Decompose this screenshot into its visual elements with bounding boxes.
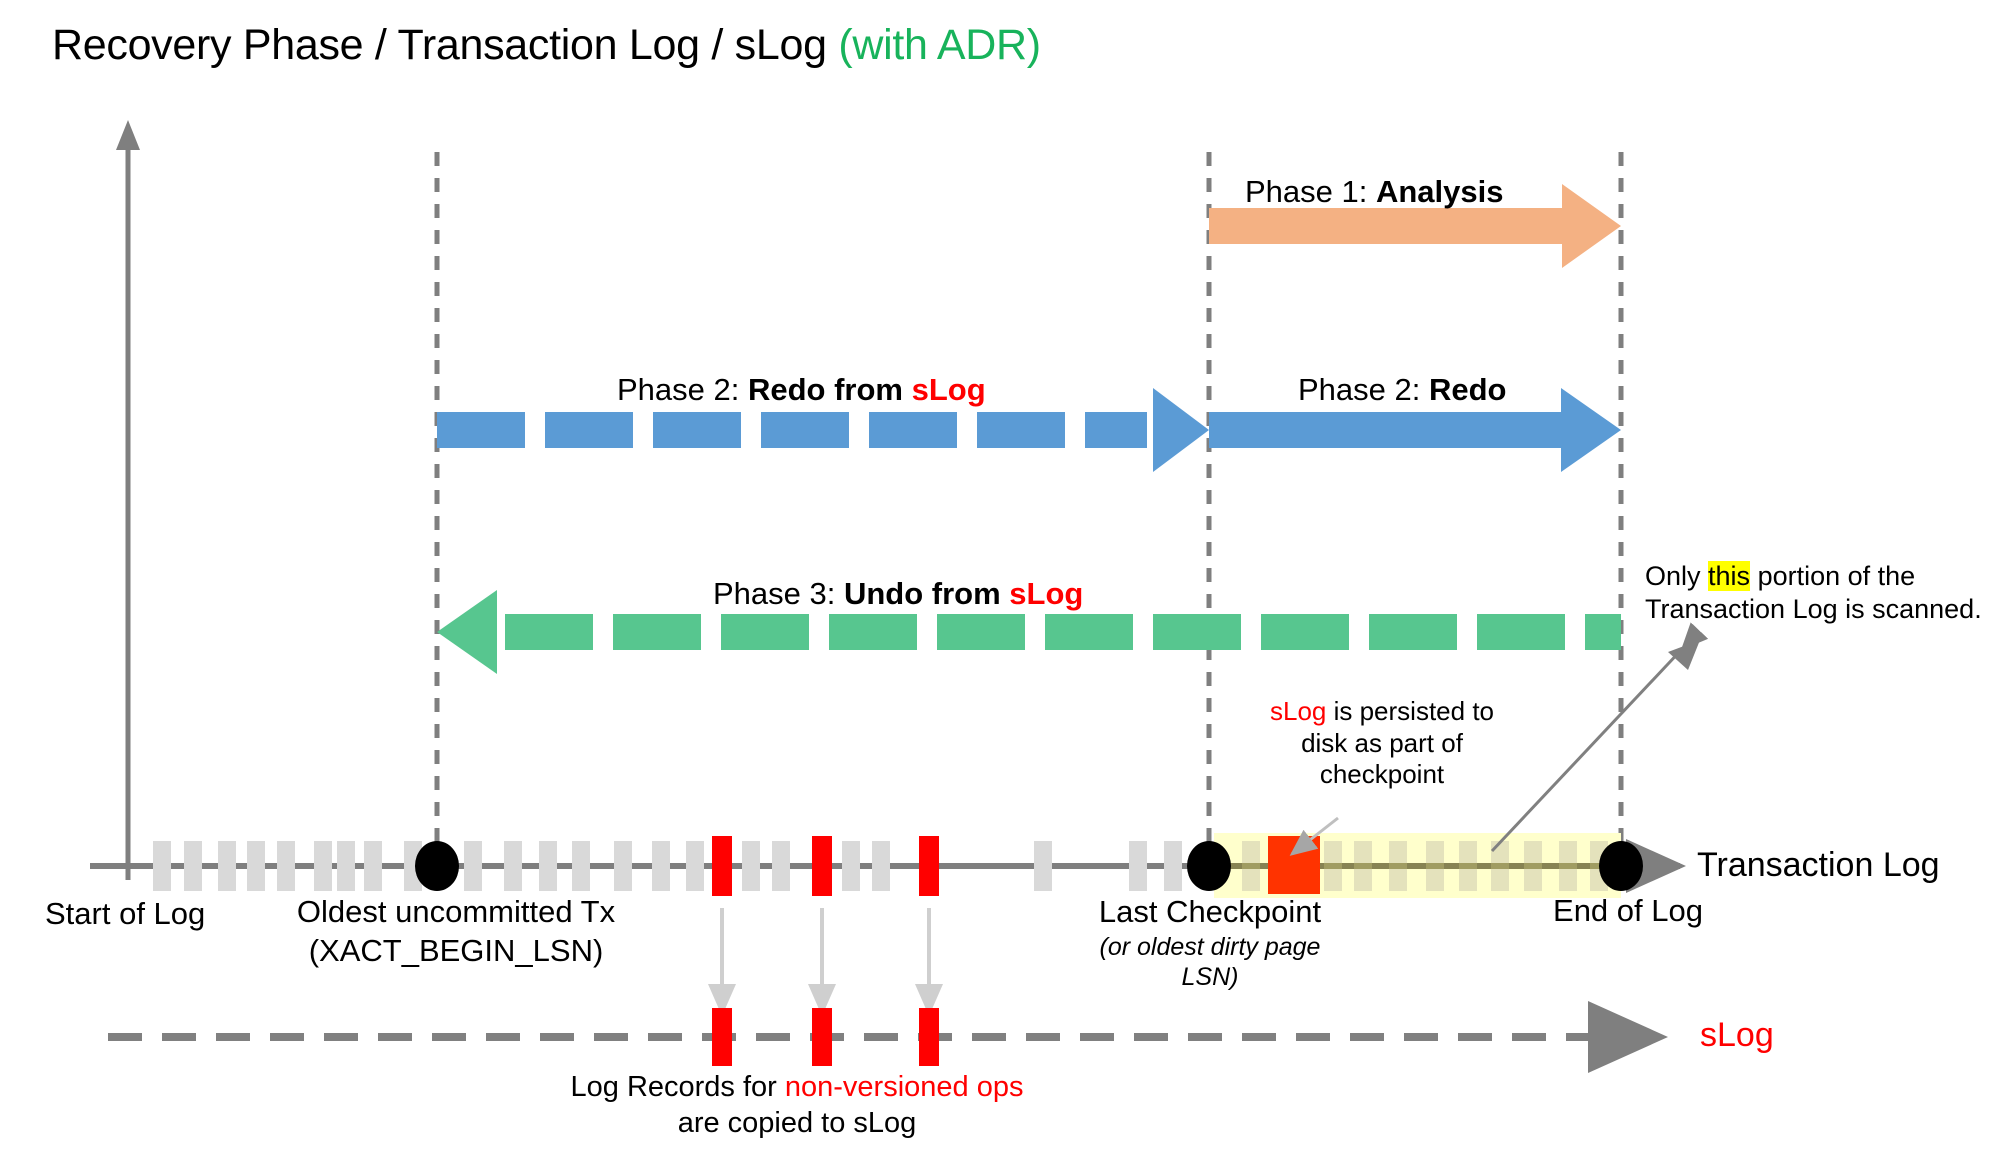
marker-label-start-of-log: Start of Log <box>45 896 206 931</box>
checkpoint-annotation-line2: disk as part of <box>1301 727 1463 758</box>
log-records-red: non-versioned ops <box>784 1071 1024 1103</box>
marker-dot-last-checkpoint <box>1187 841 1231 891</box>
title-main: Recovery Phase / Transaction Log / sLog <box>52 21 839 69</box>
pointer-checkpoint-to-slog-block <box>1289 816 1339 856</box>
phase-1-analysis-arrow <box>1209 184 1621 268</box>
phase-1-label: Phase 1: Analysis <box>1245 174 1504 211</box>
phase-3-prefix: Phase 3: <box>713 576 844 611</box>
marker-dot-end-of-log <box>1599 841 1643 891</box>
scanned-annotation-post: portion of the <box>1750 561 1916 591</box>
transaction-log-records <box>153 836 1621 896</box>
phase-2-redo-arrow <box>1209 388 1621 472</box>
slog-axis <box>108 1001 1668 1073</box>
y-axis <box>116 120 140 880</box>
phase-2-redo-label: Phase 2: Redo <box>1298 372 1506 409</box>
transaction-log-axis-label: Transaction Log <box>1697 846 1940 884</box>
copy-to-slog-arrows <box>708 908 943 1016</box>
slog-non-versioned-record <box>712 1008 939 1066</box>
phase-1-prefix: Phase 1: <box>1245 174 1376 209</box>
marker-label-oldest-uncommitted-tx: Oldest uncommitted Tx(XACT_BEGIN_LSN) <box>291 893 621 971</box>
phase-1-name: Analysis <box>1375 174 1504 209</box>
marker-dot-oldest-uncommitted-tx <box>415 841 459 891</box>
phase-2-redo-from-slog-arrow <box>437 388 1209 472</box>
slog-checkpoint-block <box>1268 836 1320 894</box>
phase-3-undo-from-slog-label: Phase 3: Undo from sLog <box>713 576 1083 613</box>
phase-2-redo-from-slog-label: Phase 2: Redo from sLog <box>617 372 986 409</box>
checkpoint-annotation-line1: is persisted to <box>1326 696 1495 726</box>
scanned-annotation-pre: Only <box>1645 561 1709 591</box>
checkpoint-annotation-slog: sLog <box>1269 696 1327 726</box>
page-title: Recovery Phase / Transaction Log / sLog … <box>52 20 1041 71</box>
scanned-annotation-highlight: this <box>1708 561 1751 591</box>
log-records-annotation: Log Records for non-versioned ops are cop… <box>497 1069 1097 1142</box>
phase-2b-prefix: Phase 2: <box>1298 372 1429 407</box>
phase-2a-name: Redo from <box>747 372 912 407</box>
phase-2a-slog: sLog <box>911 372 986 407</box>
log-records-pre: Log Records for <box>570 1071 785 1103</box>
slog-axis-label: sLog <box>1700 1016 1774 1054</box>
title-suffix: (with ADR) <box>838 21 1041 69</box>
last-checkpoint-sublabel: (or oldest dirty page LSN) <box>1099 933 1321 992</box>
marker-label-last-checkpoint: Last Checkpoint (or oldest dirty page LSN… <box>1085 893 1335 992</box>
last-checkpoint-label: Last Checkpoint <box>1098 894 1322 929</box>
log-records-line2: are copied to sLog <box>677 1107 917 1140</box>
oldest-tx-sublabel: (XACT_BEGIN_LSN) <box>308 932 604 968</box>
phase-3-name: Undo from <box>843 576 1010 611</box>
non-versioned-log-record <box>712 836 939 896</box>
oldest-tx-label: Oldest uncommitted Tx <box>296 894 616 929</box>
pointer-scanned-region <box>1490 622 1709 853</box>
checkpoint-annotation-line3: checkpoint <box>1319 759 1445 790</box>
phase-2b-name: Redo <box>1428 372 1507 407</box>
phase-3-undo-from-slog-arrow <box>437 590 1621 674</box>
marker-label-end-of-log: End of Log <box>1553 893 1703 928</box>
phase-2a-prefix: Phase 2: <box>617 372 748 407</box>
phase-3-slog: sLog <box>1009 576 1084 611</box>
scanned-annotation-line2: Transaction Log is scanned. <box>1645 593 1982 624</box>
